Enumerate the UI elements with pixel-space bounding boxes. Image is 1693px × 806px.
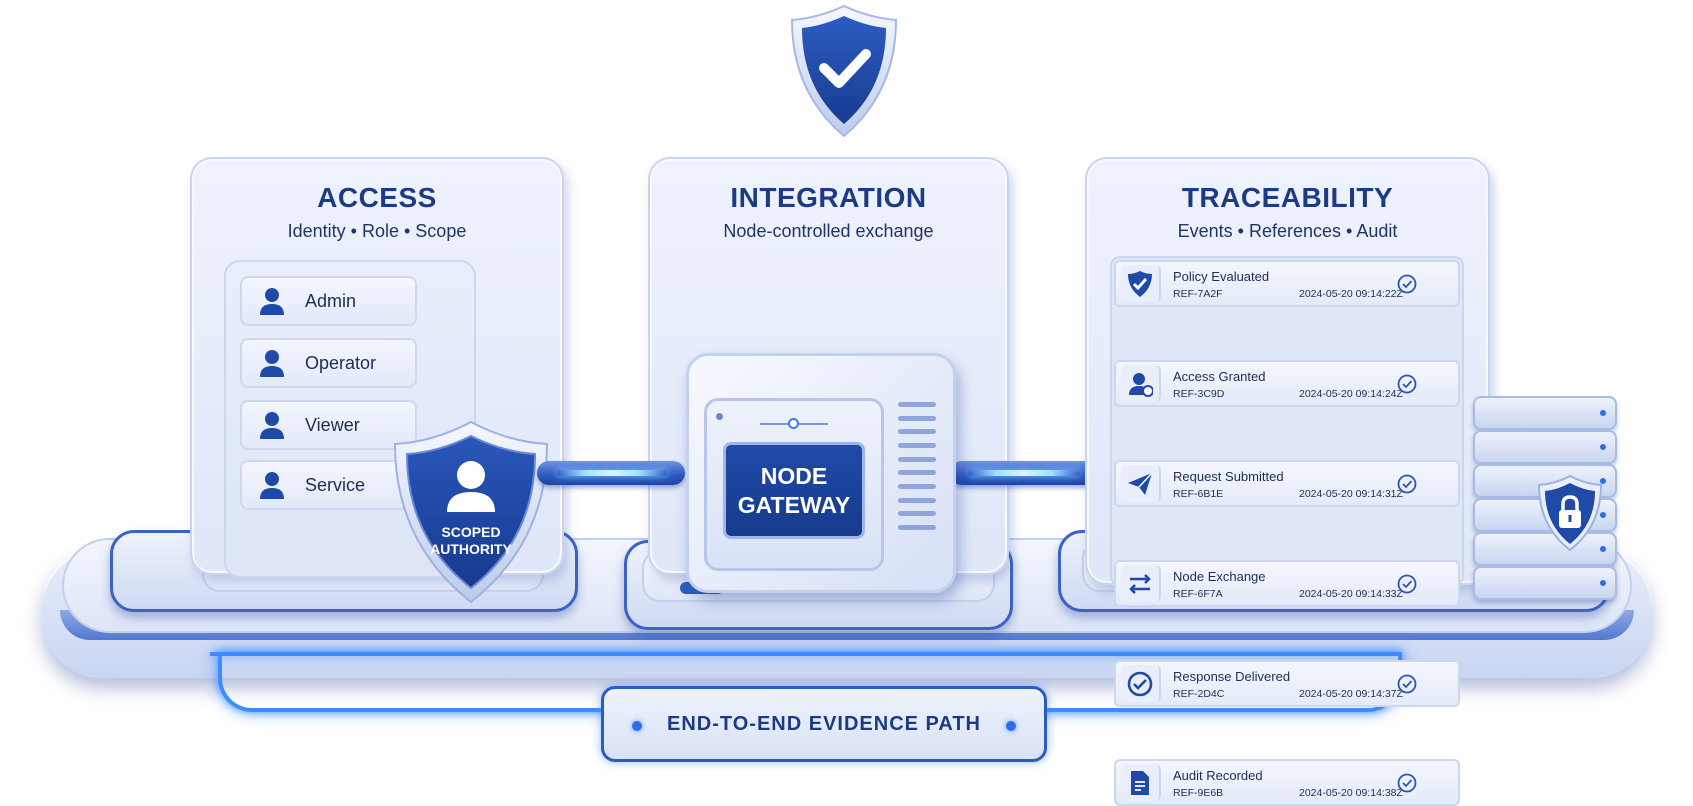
event-name: Response Delivered bbox=[1173, 669, 1291, 684]
shield-user-icon bbox=[393, 420, 549, 604]
integration-title: INTEGRATION bbox=[730, 182, 927, 213]
gateway-indicator-light bbox=[788, 418, 799, 429]
access-title: ACCESS bbox=[317, 182, 437, 213]
document-icon bbox=[1131, 770, 1149, 795]
lock-icon bbox=[1537, 474, 1603, 552]
top-shield-badge bbox=[790, 4, 898, 138]
event-time: 2024-05-20 09:14:37Z bbox=[1299, 688, 1403, 700]
role-label: Admin bbox=[305, 290, 357, 311]
event-name: Access Granted bbox=[1173, 369, 1266, 384]
role-item-viewer[interactable]: Viewer bbox=[240, 400, 417, 450]
role-item-admin[interactable]: Admin bbox=[240, 276, 417, 326]
check-circle-icon bbox=[1397, 773, 1417, 793]
event-name: Audit Recorded bbox=[1173, 768, 1263, 783]
role-item-operator[interactable]: Operator bbox=[240, 338, 417, 388]
event-time: 2024-05-20 09:14:33Z bbox=[1299, 588, 1403, 600]
event-time: 2024-05-20 09:14:22Z bbox=[1299, 288, 1403, 300]
integration-subtitle: Node-controlled exchange bbox=[723, 221, 934, 241]
event-name: Request Submitted bbox=[1173, 469, 1284, 484]
event-time: 2024-05-20 09:14:31Z bbox=[1299, 488, 1403, 500]
gateway-screw bbox=[716, 413, 723, 420]
event-ref: REF-6B1E bbox=[1173, 488, 1224, 500]
event-ref: REF-6F7A bbox=[1173, 588, 1223, 600]
indicator-dot-left bbox=[632, 721, 642, 731]
gateway-label-line-1: NODE bbox=[760, 462, 828, 489]
event-name: Node Exchange bbox=[1173, 569, 1266, 584]
event-ref: REF-9E6B bbox=[1173, 787, 1224, 799]
event-row-request-submitted[interactable]: Request Submitted REF-6B1E 2024-05-20 09… bbox=[1114, 460, 1460, 507]
shield-check-icon bbox=[1128, 270, 1152, 297]
check-circle-icon bbox=[1397, 474, 1417, 494]
badge-line-1: SCOPED bbox=[441, 524, 501, 540]
role-label: Service bbox=[305, 474, 366, 495]
check-circle-icon bbox=[1127, 671, 1153, 696]
role-label: Viewer bbox=[305, 414, 360, 435]
role-label: Operator bbox=[305, 352, 377, 373]
connector-right-glow bbox=[968, 470, 1080, 476]
event-ref: REF-7A2F bbox=[1173, 288, 1223, 300]
indicator-dot-right bbox=[1006, 721, 1016, 731]
check-circle-icon bbox=[1397, 374, 1417, 394]
shield-check-icon bbox=[790, 4, 898, 138]
badge-line-2: AUTHORITY bbox=[430, 541, 512, 557]
user-icon bbox=[260, 412, 284, 439]
event-row-response-delivered[interactable]: Response Delivered REF-2D4C 2024-05-20 0… bbox=[1114, 660, 1460, 707]
event-log bbox=[1110, 256, 1464, 586]
connector-left-glow bbox=[557, 470, 667, 476]
check-circle-icon bbox=[1397, 574, 1417, 594]
user-icon bbox=[260, 472, 284, 499]
event-time: 2024-05-20 09:14:24Z bbox=[1299, 388, 1403, 400]
user-icon bbox=[260, 350, 284, 377]
event-row-audit-recorded[interactable]: Audit Recorded REF-9E6B 2024-05-20 09:14… bbox=[1114, 759, 1460, 806]
traceability-subtitle: Events • References • Audit bbox=[1177, 221, 1398, 241]
evidence-path-line-top bbox=[210, 652, 1402, 656]
send-icon bbox=[1128, 471, 1153, 495]
scoped-authority-badge: SCOPED AUTHORITY bbox=[391, 420, 551, 604]
event-ref: REF-2D4C bbox=[1173, 688, 1225, 700]
gateway-label-line-2: GATEWAY bbox=[737, 491, 851, 518]
user-icon bbox=[260, 288, 284, 315]
gateway-label: NODE GATEWAY bbox=[723, 442, 865, 539]
evidence-path-text: END-TO-END EVIDENCE PATH bbox=[666, 712, 982, 735]
event-row-policy-evaluated[interactable]: Policy Evaluated REF-7A2F 2024-05-20 09:… bbox=[1114, 260, 1460, 307]
event-row-access-granted[interactable]: Access Granted REF-3C9D 2024-05-20 09:14… bbox=[1114, 360, 1460, 407]
gateway-vents bbox=[898, 402, 936, 530]
check-circle-icon bbox=[1397, 274, 1417, 294]
evidence-path-label: END-TO-END EVIDENCE PATH bbox=[601, 686, 1047, 762]
exchange-arrows-icon bbox=[1129, 573, 1151, 594]
role-item-service[interactable]: Service bbox=[240, 460, 417, 510]
event-row-node-exchange[interactable]: Node Exchange REF-6F7A 2024-05-20 09:14:… bbox=[1114, 560, 1460, 607]
user-check-icon bbox=[1129, 372, 1153, 397]
storage-server-stack bbox=[1473, 396, 1617, 608]
check-circle-icon bbox=[1397, 674, 1417, 694]
event-ref: REF-3C9D bbox=[1173, 388, 1225, 400]
event-name: Policy Evaluated bbox=[1173, 269, 1270, 284]
traceability-title: TRACEABILITY bbox=[1181, 182, 1394, 213]
event-time: 2024-05-20 09:14:38Z bbox=[1299, 787, 1403, 799]
access-subtitle: Identity • Role • Scope bbox=[287, 221, 467, 241]
